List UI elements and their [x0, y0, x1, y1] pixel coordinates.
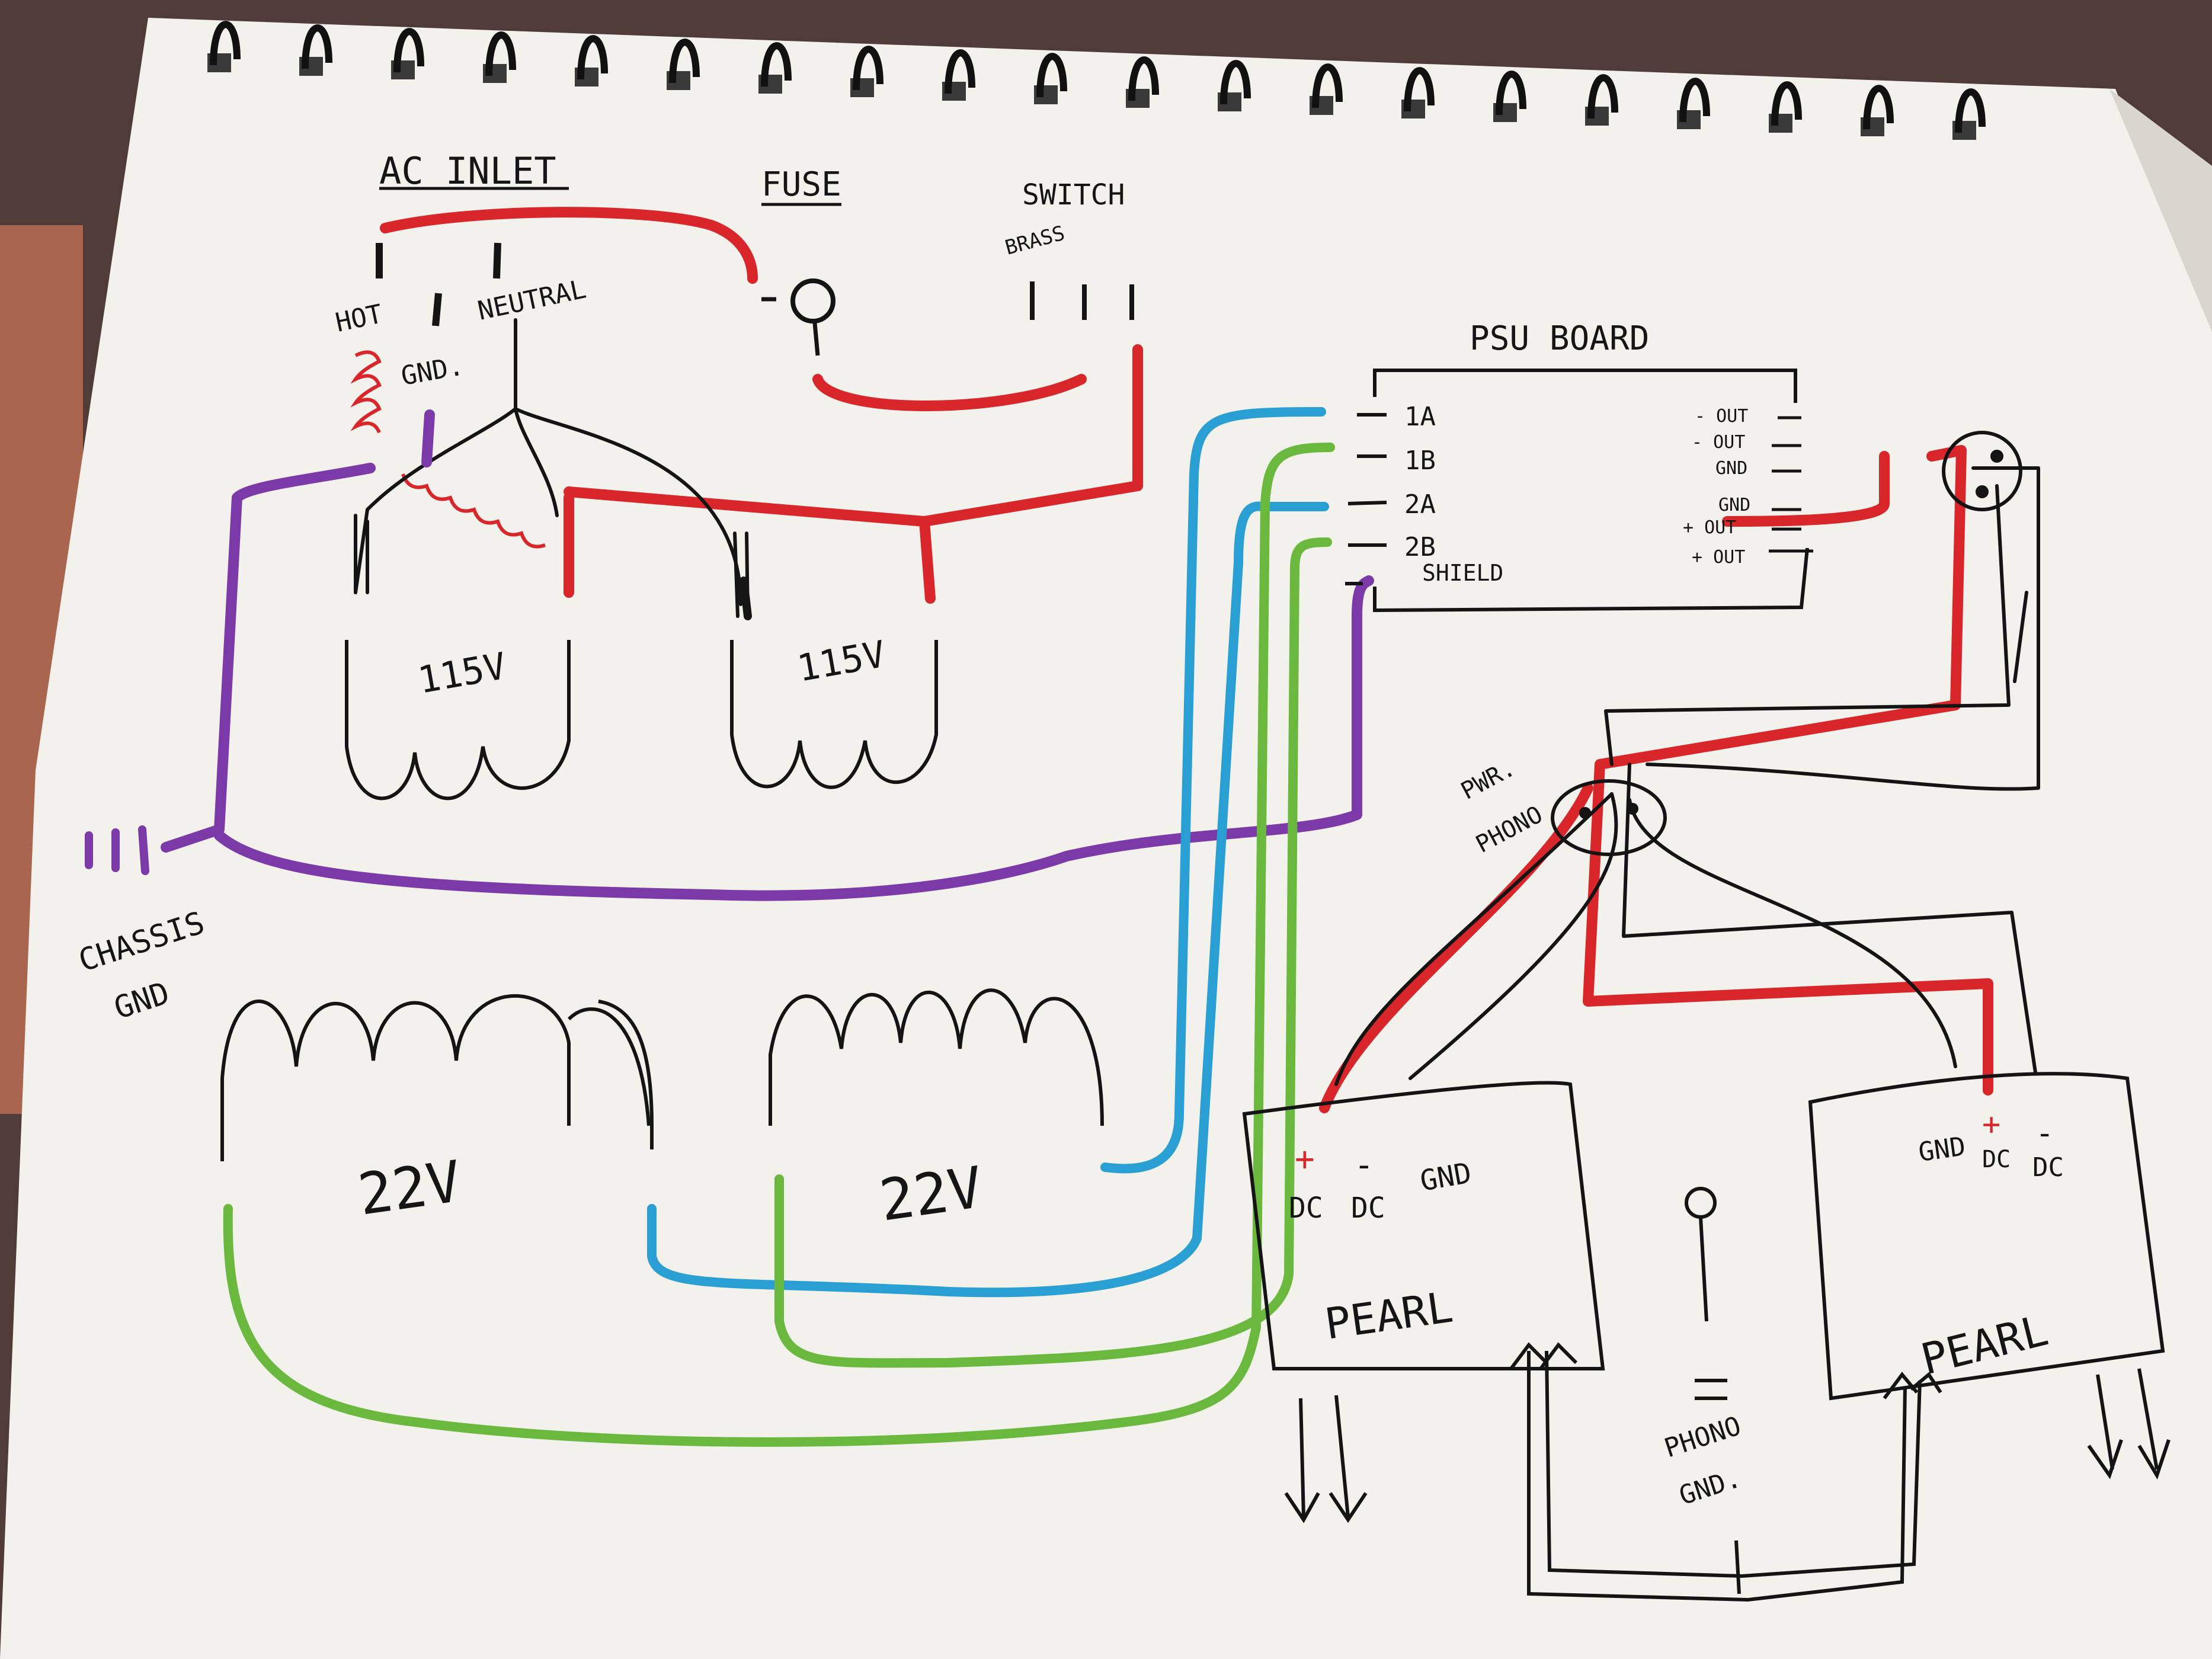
- binding-coil: [1955, 88, 1986, 133]
- inlet-prong-gnd: [432, 293, 442, 326]
- spiral-binding: [207, 21, 1986, 140]
- hot-wire-coil: [350, 350, 546, 549]
- binding-coil: [761, 42, 792, 87]
- pearl-left-minus-dc: DC: [1351, 1192, 1385, 1225]
- fuse-symbol: [790, 278, 835, 324]
- binding-coil: [1679, 78, 1710, 123]
- pin-out-1-label: - OUT: [1695, 406, 1748, 427]
- secondary-1-voltage: 22V: [354, 1148, 465, 1228]
- green-wires: [223, 443, 1335, 1447]
- binding-coil: [393, 28, 424, 73]
- binding-coil: [1404, 67, 1435, 112]
- psu-board-outline: [1373, 369, 1809, 613]
- binding-coil: [1587, 74, 1618, 119]
- pearl-left-outputs: [1284, 1395, 1368, 1523]
- binding-coil: [669, 39, 700, 84]
- output-connector: [1942, 431, 2022, 511]
- pin-2b-label: 2B: [1404, 532, 1436, 562]
- switch-section: SWITCH BRASS: [1003, 178, 1134, 320]
- psu-board-label: PSU BOARD: [1470, 319, 1649, 358]
- pearl-left-plus: +: [1295, 1140, 1315, 1178]
- pin-out-2-label: - OUT: [1692, 432, 1745, 453]
- binding-coil: [945, 49, 975, 94]
- pearl-right-outputs: [2087, 1368, 2171, 1480]
- pin-gnd-2-label: GND: [1718, 495, 1750, 515]
- binding-coil: [210, 21, 241, 66]
- pin-plus-out-2-label: + OUT: [1692, 547, 1745, 568]
- hot-wires: [380, 207, 1993, 1113]
- binding-coil: [853, 46, 883, 91]
- psu-right-pins: [1769, 416, 1813, 553]
- binding-coil: [1220, 60, 1251, 105]
- switch-terminals: [1030, 281, 1134, 320]
- phono-gnd-section: [1509, 1187, 1942, 1602]
- fuse-section: FUSE: [761, 165, 841, 356]
- binding-coil: [485, 31, 516, 76]
- pin-gnd-1-label: GND: [1715, 458, 1747, 479]
- pin-2a-label: 2A: [1404, 489, 1436, 520]
- secondary-winding-2: 22V: [769, 988, 1104, 1234]
- pin-1a-label: 1A: [1404, 402, 1436, 432]
- notebook-edge-shadow: [2109, 89, 2212, 332]
- chassis-ground-symbol: [85, 825, 149, 875]
- pearl-right-minus-dc: DC: [2032, 1152, 2064, 1183]
- pearl-left-minus: -: [1354, 1146, 1374, 1184]
- secondary-2-voltage: 22V: [876, 1154, 987, 1234]
- binding-coil: [1312, 63, 1343, 108]
- notebook-page: [0, 18, 2212, 1659]
- psu-left-pins: [1345, 413, 1387, 585]
- binding-coil: [1036, 53, 1067, 98]
- fuse-label: FUSE: [761, 165, 841, 204]
- pearl-right-plus: +: [1982, 1107, 2000, 1142]
- blue-wires: [647, 407, 1329, 1298]
- pearl-right-gnd: GND: [1916, 1131, 1967, 1168]
- pearl-right-plus-dc: DC: [1982, 1146, 2011, 1173]
- secondary-winding-1: 22V: [220, 994, 654, 1228]
- pearl-right-minus: -: [2035, 1116, 2054, 1151]
- chassis-ground-wire: [161, 409, 1374, 901]
- binding-coil: [302, 24, 332, 69]
- black-wires: [354, 318, 2040, 1086]
- binding-coil: [1771, 81, 1802, 126]
- pearl-left-box: + DC - DC GND PEARL: [1242, 1081, 1605, 1523]
- pin-plus-out-1-label: + OUT: [1683, 517, 1736, 538]
- switch-label: SWITCH: [1022, 178, 1125, 212]
- binding-coil: [577, 35, 608, 80]
- binding-coil: [1128, 56, 1159, 101]
- binding-coil: [1863, 85, 1894, 130]
- inlet-prong-neutral: [493, 242, 501, 279]
- pin-1b-label: 1B: [1404, 446, 1436, 476]
- ac-inlet-label: AC INLET: [379, 149, 556, 193]
- psu-board: PSU BOARD 1A 1B 2A 2B SHIELD - OUT - OUT…: [1345, 319, 1813, 613]
- binding-coil: [1496, 71, 1526, 116]
- pearl-left-plus-dc: DC: [1289, 1192, 1323, 1225]
- pin-shield-label: SHIELD: [1422, 560, 1503, 586]
